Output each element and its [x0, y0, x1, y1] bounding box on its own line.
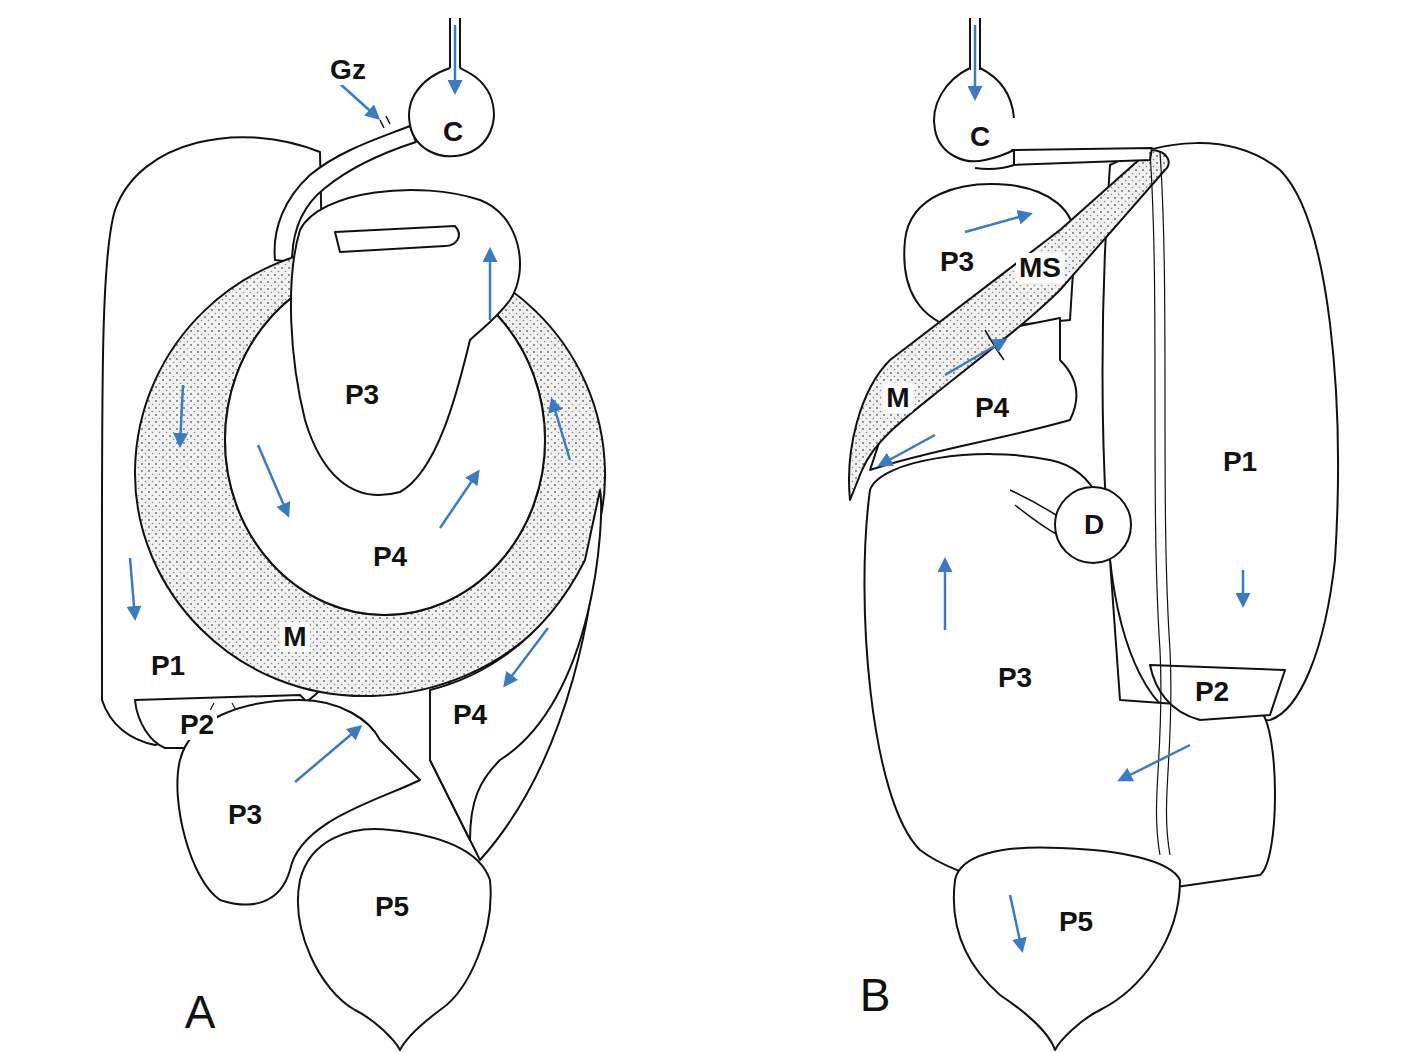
part-label: M: [883, 383, 912, 414]
part-label: Gz: [327, 55, 369, 86]
part-label: P5: [372, 892, 412, 923]
part-label: P3: [995, 663, 1035, 694]
part-label: P4: [370, 542, 410, 573]
part-label: P5: [1056, 907, 1096, 938]
part-label: P2: [177, 710, 217, 741]
part-label: C: [440, 117, 466, 148]
panel-letter: A: [182, 987, 219, 1038]
part-label: M: [280, 622, 309, 653]
panel-letter: B: [857, 970, 894, 1021]
part-label: P2: [1192, 677, 1232, 708]
part-label: P4: [972, 393, 1012, 424]
part-label: P4: [450, 700, 490, 731]
part-label: C: [967, 122, 993, 153]
part-label: P1: [148, 651, 188, 682]
part-label: P3: [342, 380, 382, 411]
part-label: P3: [937, 247, 977, 278]
part-label: P1: [1220, 447, 1260, 478]
part-label: MS: [1016, 253, 1064, 284]
part-label: D: [1081, 510, 1107, 541]
part-label: P3: [225, 800, 265, 831]
